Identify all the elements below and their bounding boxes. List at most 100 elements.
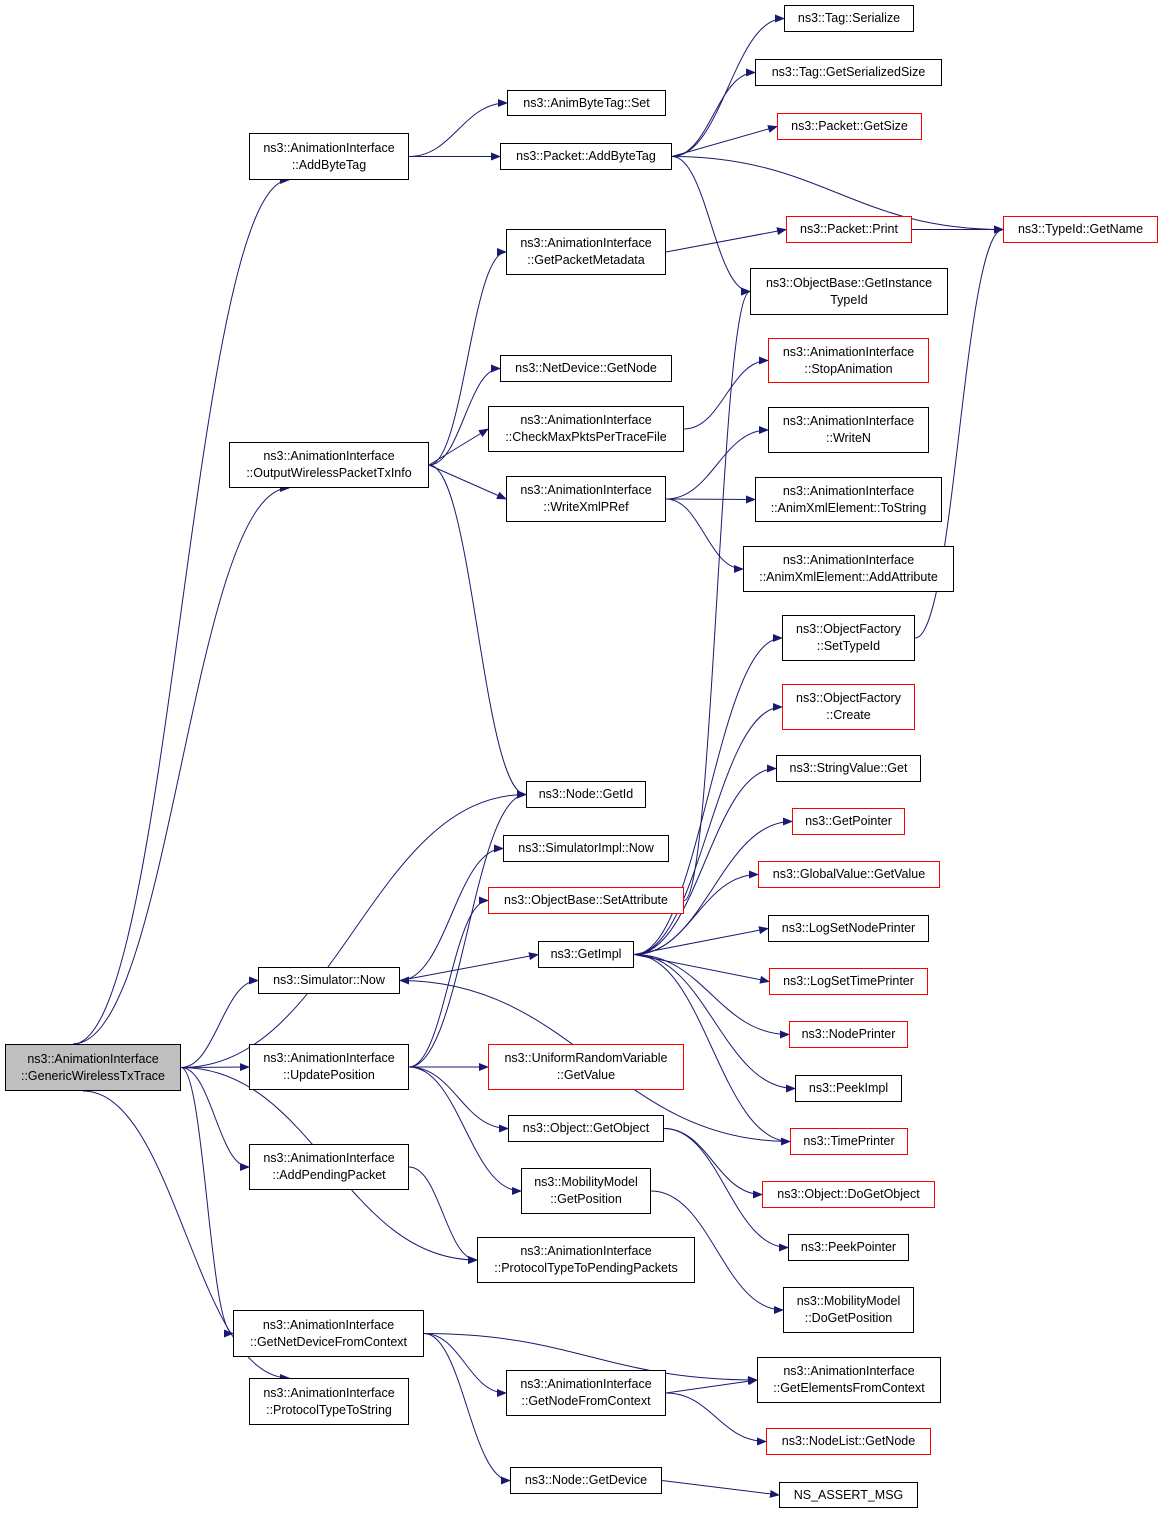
edge-packet-addbytetag-to-tag-getserializedsize — [671, 68, 756, 157]
node-addattribute[interactable]: ns3::AnimationInterface::AnimXmlElement:… — [743, 546, 954, 592]
edge-addbytetag-ai-to-animbytetag-set — [408, 99, 508, 157]
node-label: ns3::ObjectFactory — [796, 691, 901, 705]
node-label: ns3::AnimationInterface — [263, 1051, 395, 1065]
node-label: ns3::TypeId::GetName — [1017, 222, 1144, 236]
node-timeprinter[interactable]: ns3::TimePrinter — [790, 1128, 908, 1155]
node-mobility-dogetposition[interactable]: ns3::MobilityModel::DoGetPosition — [783, 1287, 914, 1333]
node-node-getdevice[interactable]: ns3::Node::GetDevice — [510, 1467, 662, 1494]
node-label: ns3::AnimationInterface — [263, 449, 395, 463]
edge-writexmlpref-to-writen — [665, 426, 769, 500]
node-addpendingpacket[interactable]: ns3::AnimationInterface::AddPendingPacke… — [249, 1144, 409, 1190]
edge-getimpl-to-settypeid — [633, 634, 783, 955]
node-label: ns3::UniformRandomVariable — [504, 1051, 668, 1065]
edge-packet-addbytetag-to-packet-getsize — [671, 125, 778, 157]
node-protocoltypetostring[interactable]: ns3::AnimationInterface::ProtocolTypeToS… — [249, 1378, 409, 1425]
node-label: ns3::AnimByteTag::Set — [523, 95, 650, 110]
node-nodelist-getnode[interactable]: ns3::NodeList::GetNode — [766, 1428, 931, 1455]
node-tostring[interactable]: ns3::AnimationInterface::AnimXmlElement:… — [755, 477, 942, 522]
edge-root-to-protocoltypetostring — [82, 1090, 290, 1382]
node-stopanimation[interactable]: ns3::AnimationInterface::StopAnimation — [768, 338, 929, 383]
node-label: ns3::GetPointer — [805, 814, 892, 828]
node-node-getid[interactable]: ns3::Node::GetId — [526, 781, 646, 808]
edge-updateposition-to-setattribute — [408, 896, 489, 1068]
edge-setattribute-to-getinstancetypeid — [683, 287, 751, 901]
node-label: ::GetPacketMetadata — [527, 253, 645, 267]
node-label: ns3::NetDevice::GetNode — [515, 361, 657, 375]
node-label: ns3::PeekImpl — [808, 1081, 889, 1095]
node-label: ns3::AnimationInterface — [263, 1151, 395, 1165]
node-typeid-getname[interactable]: ns3::TypeId::GetName — [1003, 216, 1158, 243]
node-getpointer[interactable]: ns3::GetPointer — [792, 808, 905, 835]
node-peekimpl[interactable]: ns3::PeekImpl — [795, 1075, 902, 1102]
edge-outputwireless-to-getpacketmetadata — [428, 248, 507, 466]
node-label: ::GetPosition — [550, 1192, 622, 1206]
edge-addpendingpacket-to-protocoltypetopending — [408, 1166, 478, 1264]
node-getimpl[interactable]: ns3::GetImpl — [538, 941, 634, 968]
edge-outputwireless-to-checkmaxpkts — [428, 428, 489, 466]
node-label: ns3::AnimationInterface — [520, 413, 652, 427]
node-protocoltypetopending[interactable]: ns3::AnimationInterface::ProtocolTypeToP… — [477, 1237, 695, 1283]
node-getnetdevicefromcontext[interactable]: ns3::AnimationInterface::GetNetDeviceFro… — [233, 1310, 424, 1357]
node-netdevice-getnode[interactable]: ns3::NetDevice::GetNode — [500, 355, 672, 382]
edge-getimpl-to-nodeprinter — [633, 954, 790, 1039]
node-label: ::AddPendingPacket — [272, 1168, 386, 1182]
node-label: ::GetValue — [556, 1068, 616, 1082]
node-label: ns3::GlobalValue::GetValue — [772, 867, 926, 881]
node-label: ::GenericWirelessTxTrace — [20, 1068, 165, 1083]
node-label: NS_ASSERT_MSG — [793, 1487, 904, 1502]
node-tag-getserializedsize[interactable]: ns3::Tag::GetSerializedSize — [755, 59, 942, 86]
edge-getimpl-to-stringvalue-get — [633, 764, 777, 955]
node-label: ns3::MobilityModel — [534, 1175, 638, 1189]
node-label: ns3::AnimationInterface — [782, 483, 915, 498]
edge-root-to-addpendingpacket — [180, 1067, 250, 1171]
node-label: ns3::LogSetTimePrinter — [783, 974, 914, 988]
node-object-getobject[interactable]: ns3::Object::GetObject — [508, 1115, 664, 1142]
node-animbytetag-set[interactable]: ns3::AnimByteTag::Set — [507, 90, 666, 116]
edge-simulator-now-to-getimpl — [399, 952, 539, 981]
node-label: ::StopAnimation — [804, 361, 893, 376]
node-nodeprinter[interactable]: ns3::NodePrinter — [789, 1021, 908, 1048]
node-packet-addbytetag[interactable]: ns3::Packet::AddByteTag — [500, 143, 672, 170]
edge-getimpl-to-peekimpl — [633, 954, 796, 1093]
node-updateposition[interactable]: ns3::AnimationInterface::UpdatePosition — [249, 1044, 409, 1090]
node-uniform-getvalue[interactable]: ns3::UniformRandomVariable::GetValue — [488, 1044, 684, 1090]
node-writen[interactable]: ns3::AnimationInterface::WriteN — [768, 407, 929, 453]
node-label: TypeId — [830, 292, 868, 307]
node-ns-assert-msg[interactable]: NS_ASSERT_MSG — [779, 1482, 918, 1508]
edge-getimpl-to-logsetnodeprinter — [633, 926, 769, 955]
node-label: ns3::AnimationInterface — [520, 1244, 652, 1258]
node-globalvalue-getvalue[interactable]: ns3::GlobalValue::GetValue — [758, 861, 940, 888]
node-logsetnodeprinter[interactable]: ns3::LogSetNodePrinter — [768, 915, 929, 942]
node-label: ::OutputWirelessPacketTxInfo — [246, 466, 412, 480]
node-label: ns3::Object::GetObject — [522, 1121, 650, 1135]
node-label: ns3::Node::GetDevice — [524, 1473, 648, 1487]
node-simulatorimpl-now[interactable]: ns3::SimulatorImpl::Now — [503, 835, 669, 862]
node-label: ns3::AnimationInterface — [263, 1385, 395, 1400]
node-setattribute[interactable]: ns3::ObjectBase::SetAttribute — [488, 887, 684, 914]
node-getelementsfromcontext[interactable]: ns3::AnimationInterface::GetElementsFrom… — [757, 1357, 941, 1403]
node-getnodefromcontext[interactable]: ns3::AnimationInterface::GetNodeFromCont… — [506, 1370, 666, 1416]
node-tag-serialize[interactable]: ns3::Tag::Serialize — [784, 5, 914, 32]
edge-updateposition-to-object-getobject — [408, 1066, 509, 1133]
node-factory-create[interactable]: ns3::ObjectFactory::Create — [782, 684, 915, 730]
node-mobility-getposition[interactable]: ns3::MobilityModel::GetPosition — [521, 1168, 651, 1214]
edge-packet-addbytetag-to-getinstancetypeid — [671, 156, 751, 296]
node-stringvalue-get[interactable]: ns3::StringValue::Get — [776, 755, 921, 782]
node-object-dogetobject[interactable]: ns3::Object::DoGetObject — [762, 1181, 935, 1208]
node-addbytetag-ai[interactable]: ns3::AnimationInterface::AddByteTag — [249, 133, 409, 180]
node-simulator-now[interactable]: ns3::Simulator::Now — [258, 967, 400, 994]
node-packet-getsize[interactable]: ns3::Packet::GetSize — [777, 113, 922, 140]
node-peekpointer[interactable]: ns3::PeekPointer — [788, 1234, 909, 1261]
node-getpacketmetadata[interactable]: ns3::AnimationInterface::GetPacketMetada… — [506, 229, 666, 275]
node-logsettimeprinter[interactable]: ns3::LogSetTimePrinter — [769, 968, 928, 995]
edge-object-getobject-to-peekpointer — [663, 1128, 789, 1252]
node-writexmlpref[interactable]: ns3::AnimationInterface::WriteXmlPRef — [506, 476, 666, 522]
node-outputwireless[interactable]: ns3::AnimationInterface::OutputWirelessP… — [229, 442, 429, 488]
node-checkmaxpkts[interactable]: ns3::AnimationInterface::CheckMaxPktsPer… — [488, 406, 684, 452]
node-packet-print[interactable]: ns3::Packet::Print — [786, 216, 912, 243]
node-label: ns3::ObjectBase::SetAttribute — [504, 893, 668, 907]
edge-getnodefromcontext-to-nodelist-getnode — [665, 1392, 767, 1446]
edge-root-to-getnetdevicefromcontext — [180, 1067, 234, 1338]
node-settypeid[interactable]: ns3::ObjectFactory::SetTypeId — [782, 615, 915, 661]
